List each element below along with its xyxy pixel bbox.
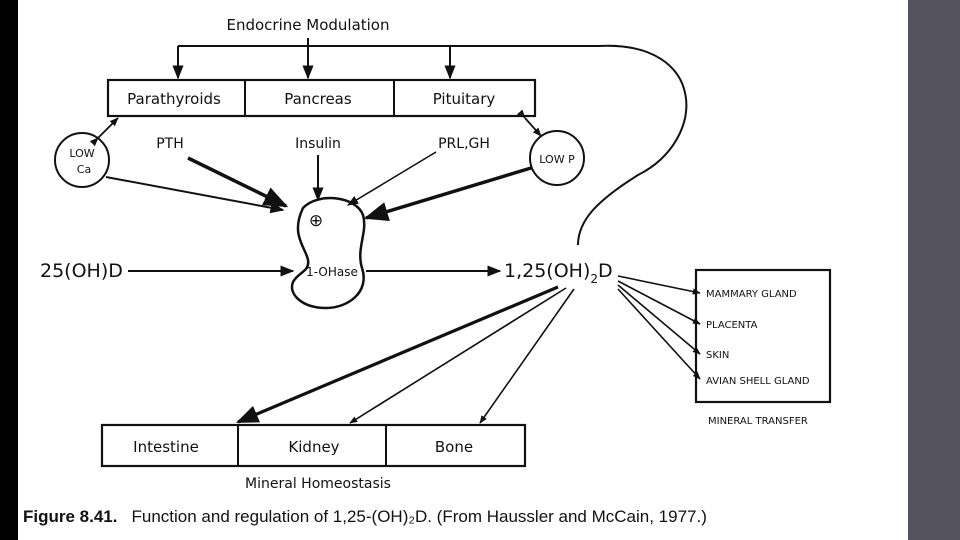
low-p-pituitary-link — [516, 109, 542, 137]
hormone-prl-gh: PRL,GH — [438, 136, 490, 152]
feedback-curve — [450, 44, 688, 246]
enzyme-1-ohase: ⊕ 1-OHase — [290, 196, 366, 310]
mineral-homeostasis-label: Mineral Homeostasis — [245, 476, 391, 492]
caption-label: Figure 8.41. — [23, 507, 118, 526]
substrate-label: 25(OH)D — [40, 260, 123, 282]
caption-text: Function and regulation of 1,25-(OH)₂D. … — [131, 507, 707, 526]
arrow-pth — [187, 156, 289, 208]
arrow-to-kidney — [349, 287, 567, 424]
homeostasis-boxes: Intestine Kidney Bone — [100, 423, 527, 468]
figure-panel: Endocrine Modulation Parathyroids Pancre… — [18, 0, 908, 540]
low-ca-line2: Ca — [77, 163, 91, 176]
gland-pancreas: Pancreas — [284, 90, 352, 108]
target-avian-shell: AVIAN SHELL GLAND — [706, 376, 810, 387]
diagram: Endocrine Modulation Parathyroids Pancre… — [40, 16, 832, 492]
mineral-transfer-label: MINERAL TRANSFER — [708, 416, 808, 427]
arrow-to-intestine — [235, 285, 559, 424]
figure-caption: Figure 8.41. Function and regulation of 1… — [23, 507, 707, 527]
arrow-to-mammary — [617, 275, 701, 295]
low-p-node: LOW P — [529, 130, 585, 186]
low-p-label: LOW P — [539, 153, 575, 166]
enzyme-label: 1-OHase — [306, 265, 358, 279]
low-ca-parathyroid-link — [89, 117, 119, 147]
product-label: 1,25(OH)2D — [504, 260, 613, 286]
arrow-low-p — [363, 166, 532, 221]
gland-parathyroids: Parathyroids — [127, 90, 221, 108]
gland-boxes: Parathyroids Pancreas Pituitary — [106, 78, 537, 118]
plus-symbol: ⊕ — [309, 211, 323, 231]
arrow-to-skin — [617, 284, 701, 355]
arrow-low-ca — [105, 176, 285, 214]
low-ca-node: LOW Ca — [54, 132, 110, 188]
target-skin: SKIN — [706, 350, 729, 361]
low-ca-line1: LOW — [69, 147, 94, 160]
endocrine-modulation-label: Endocrine Modulation — [226, 16, 389, 34]
target-placenta: PLACENTA — [706, 320, 758, 331]
mineral-transfer-box: MAMMARY GLAND PLACENTA SKIN AVIAN SHELL … — [694, 268, 832, 404]
arrow-to-bone — [479, 288, 575, 424]
box-intestine: Intestine — [133, 438, 199, 456]
box-kidney: Kidney — [288, 438, 339, 456]
target-mammary: MAMMARY GLAND — [706, 289, 797, 300]
box-bone: Bone — [435, 438, 473, 456]
arrow-prl-gh — [347, 151, 437, 206]
hormone-insulin: Insulin — [295, 136, 341, 152]
gland-pituitary: Pituitary — [433, 90, 496, 108]
hormone-pth: PTH — [156, 136, 184, 152]
arrow-to-avian-shell — [617, 288, 701, 380]
arrow-to-placenta — [617, 280, 701, 325]
